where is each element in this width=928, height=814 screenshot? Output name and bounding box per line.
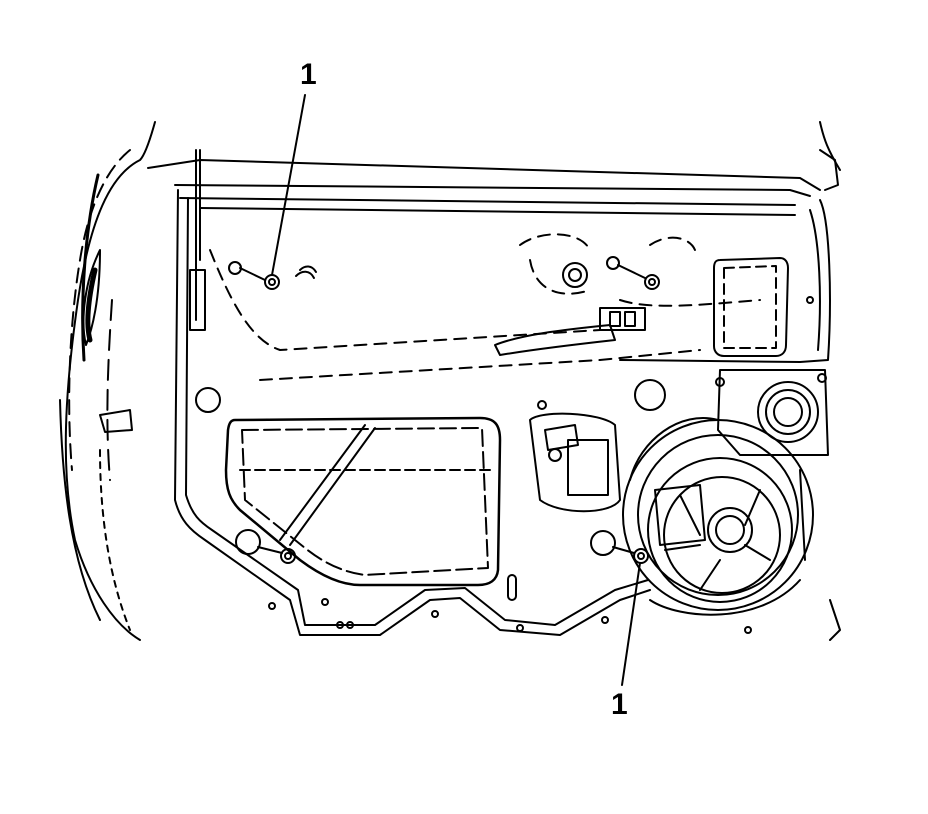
fastener-bolts	[228, 256, 660, 564]
leader-line-top	[271, 94, 306, 276]
bolt-lower-left	[280, 548, 296, 564]
upper-panel-details	[209, 233, 761, 381]
bolt-lower-right	[633, 548, 649, 564]
callout-leaders	[271, 94, 641, 686]
bolt-upper-left	[264, 274, 280, 290]
misc-details	[99, 265, 841, 641]
window-belt-rail	[147, 149, 821, 321]
tweeter-speaker	[715, 369, 829, 456]
upper-right-opening	[713, 257, 789, 357]
callout-label-1-top: 1	[300, 58, 317, 91]
lower-access-opening	[224, 416, 502, 587]
window-motor	[529, 379, 666, 513]
woofer-speaker	[622, 417, 814, 616]
window-regulator-rail	[494, 307, 646, 356]
bolt-upper-center	[644, 274, 660, 290]
inner-panel-outline	[174, 189, 831, 636]
door-shell-outline	[59, 121, 841, 641]
callout-label-1-bottom: 1	[611, 688, 628, 721]
leader-line-bottom	[621, 562, 641, 686]
